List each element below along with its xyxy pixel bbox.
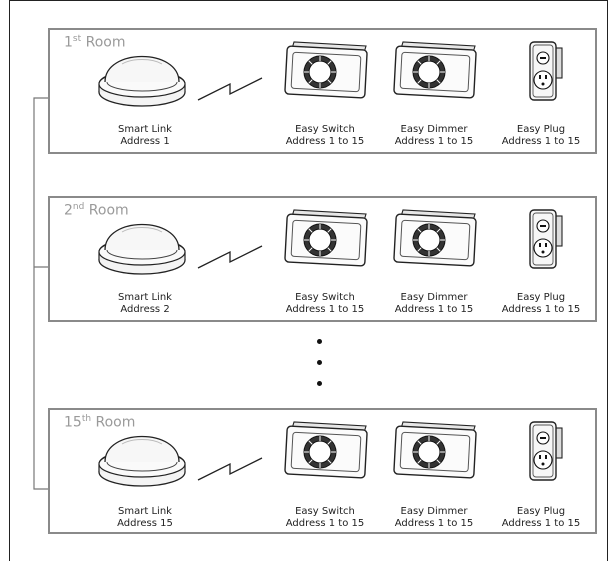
easy-plug-icon [529,421,563,481]
room-icons [98,421,563,487]
wireless-signal-icon [197,245,263,269]
easy-switch-icon [284,209,368,267]
smart-link-icon [98,223,186,275]
room-icons [98,209,563,275]
wireless-signal-icon [197,457,263,481]
room-title: 2nd Room [64,202,129,219]
room-title: 1st Room [64,34,126,51]
room-icons [98,41,563,107]
smart-link-icon [98,435,186,487]
easy-plug-icon [529,209,563,269]
ellipsis-dot [317,360,322,365]
easy-switch-icon [284,41,368,99]
easy-dimmer-icon [393,41,477,99]
smart-link-icon [98,55,186,107]
ellipsis-dot [317,381,322,386]
easy-dimmer-icon [393,421,477,479]
ellipsis-dot [317,339,322,344]
room-title: 15th Room [64,414,136,431]
easy-dimmer-icon [393,209,477,267]
easy-plug-icon [529,41,563,101]
wireless-signal-icon [197,77,263,101]
easy-switch-icon [284,421,368,479]
